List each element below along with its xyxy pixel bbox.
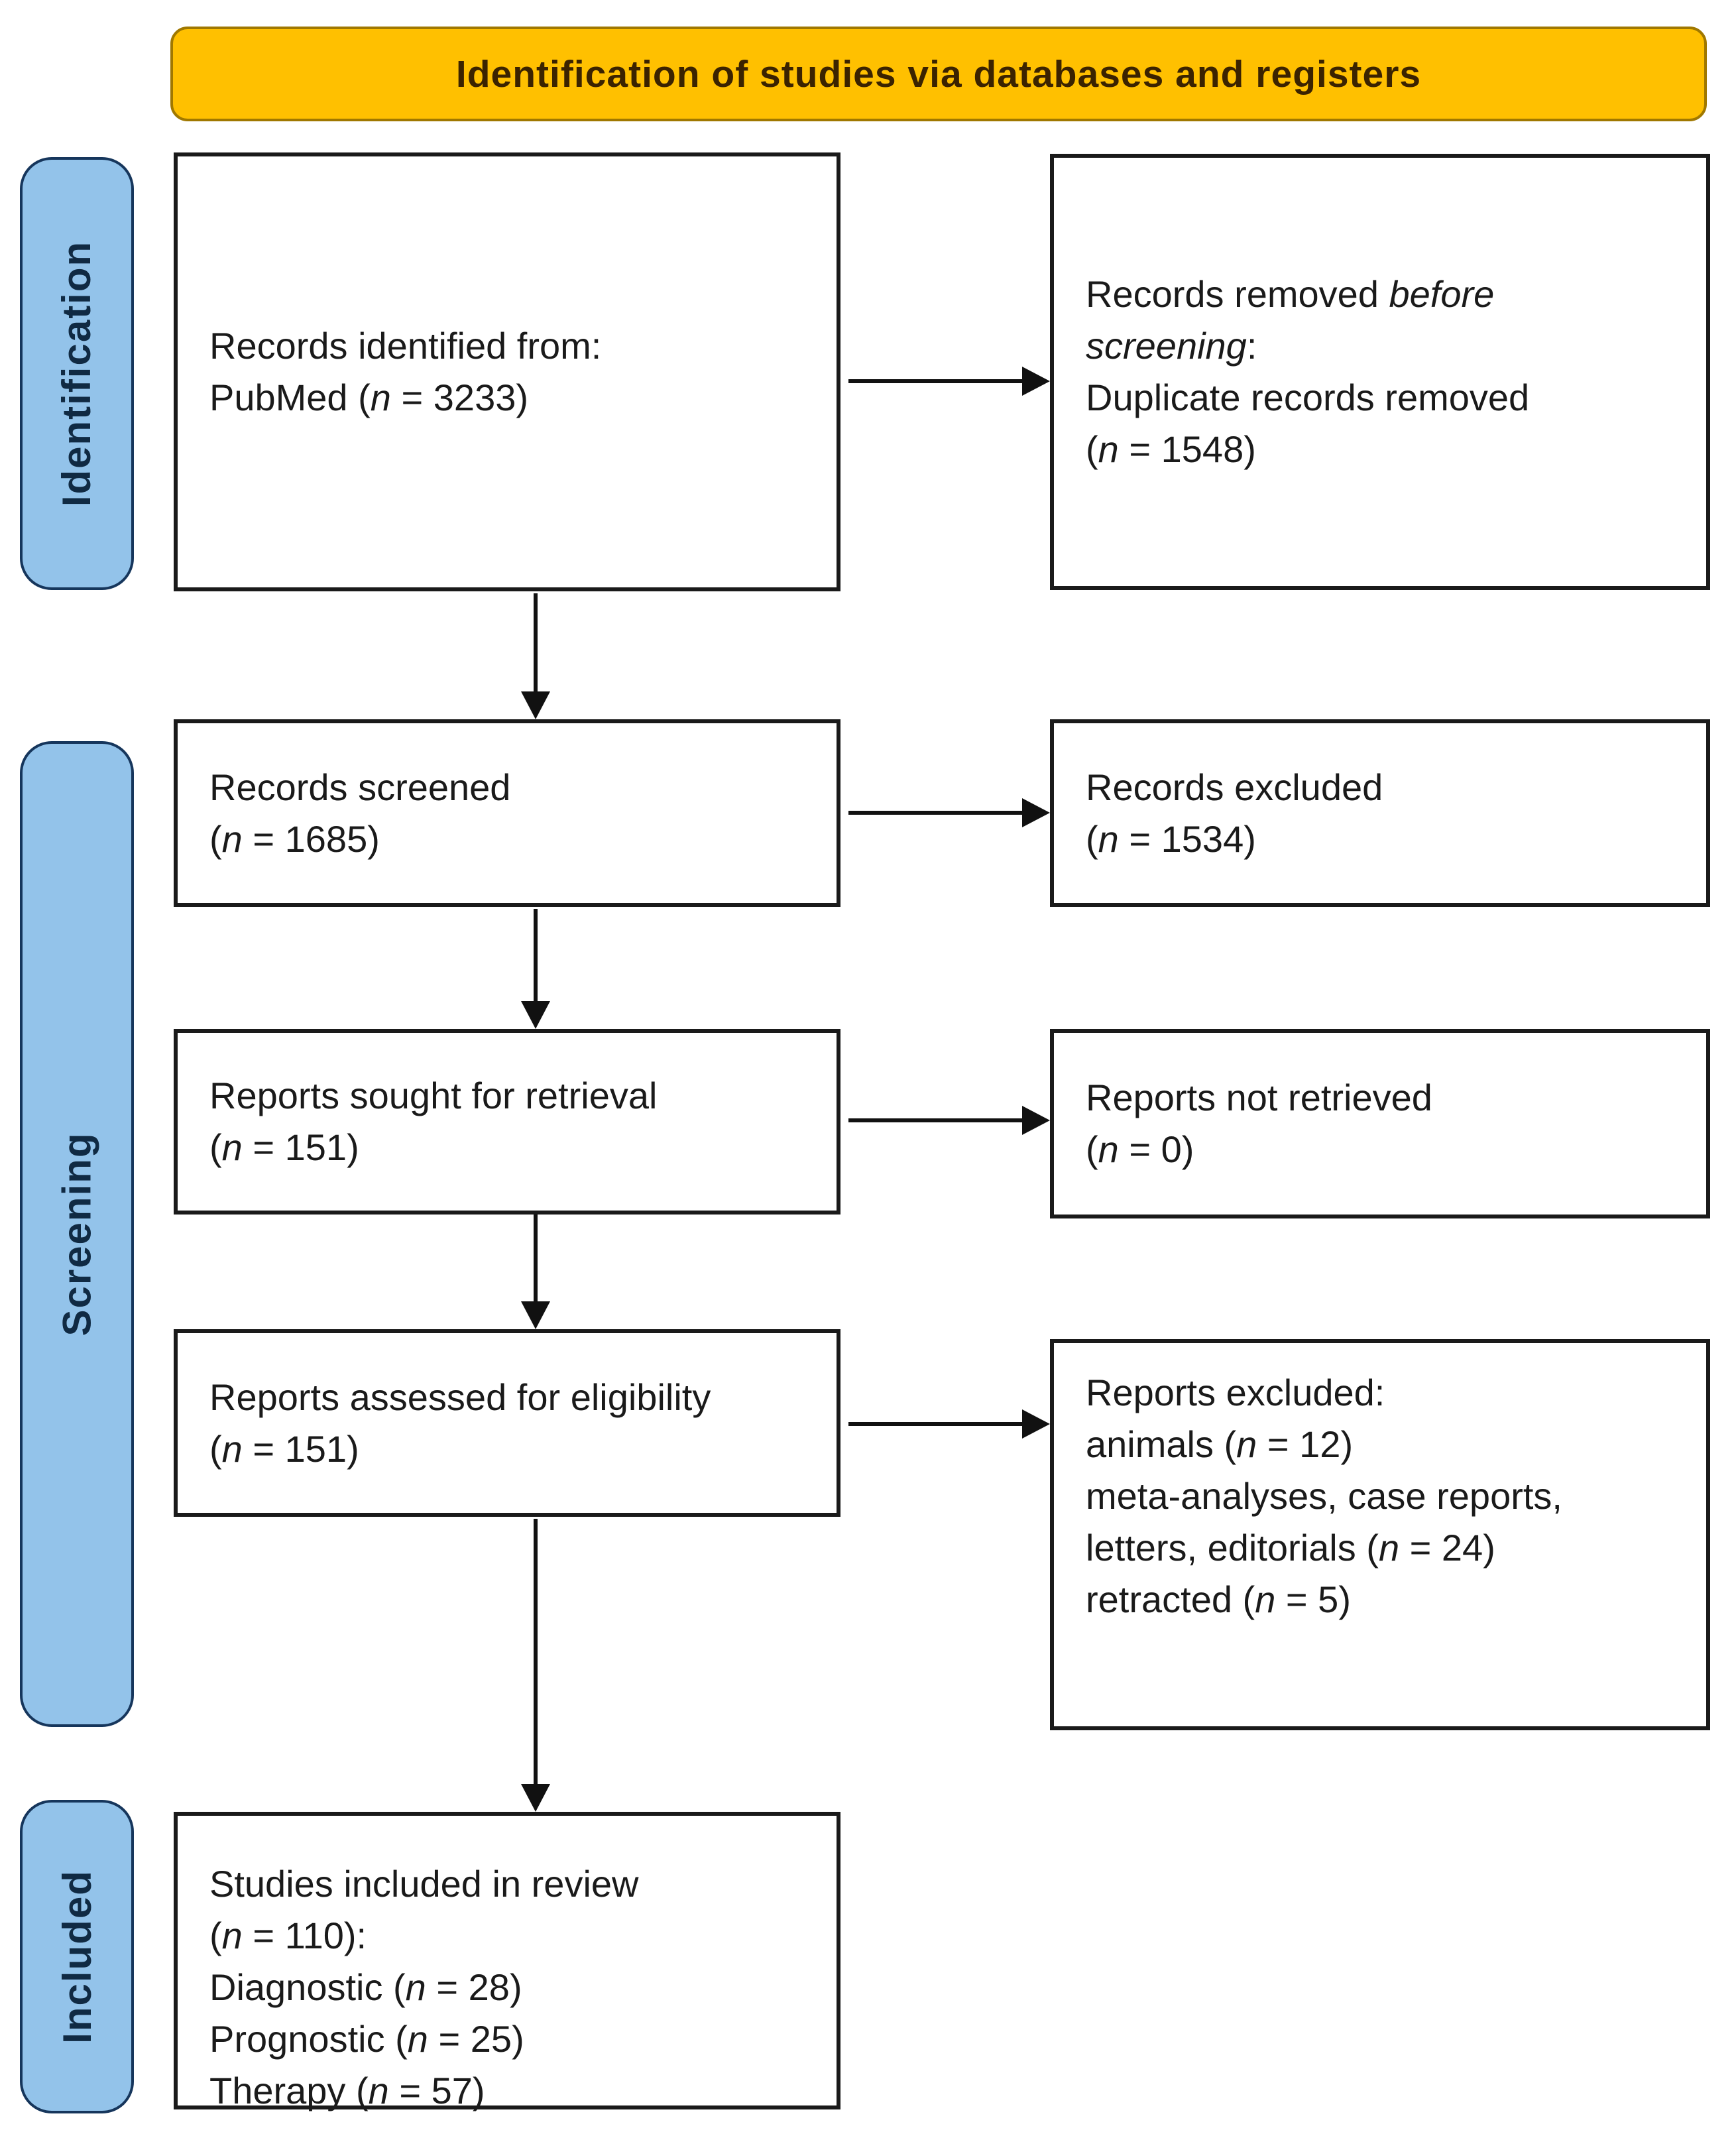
text-line: Reports sought for retrieval — [209, 1075, 658, 1116]
text-line: PubMed (n = 3233) — [209, 377, 528, 418]
box-records-excluded: Records excluded (n = 1534) — [1050, 719, 1710, 907]
box-records-excluded-text: Records excluded (n = 1534) — [1054, 750, 1401, 877]
text-line: screening: — [1086, 325, 1257, 367]
box-reports-not-retrieved-text: Reports not retrieved (n = 0) — [1054, 1060, 1451, 1187]
text-line: meta-analyses, case reports, — [1086, 1475, 1562, 1517]
box-records-screened-text: Records screened (n = 1685) — [178, 750, 529, 877]
stage-label-identification-text: Identification — [54, 240, 99, 507]
stage-label-included-text: Included — [54, 1869, 99, 2044]
text-line: Duplicate records removed — [1086, 377, 1530, 418]
text-line: (n = 1685) — [209, 817, 380, 860]
banner-title: Identification of studies via databases … — [455, 52, 1422, 95]
text-line: Therapy (n = 57) — [209, 2070, 485, 2111]
stage-label-screening-text: Screening — [54, 1132, 99, 1336]
box-reports-assessed: Reports assessed for eligibility (n = 151… — [174, 1329, 840, 1517]
text-line: Reports not retrieved — [1086, 1077, 1432, 1118]
box-reports-not-retrieved: Reports not retrieved (n = 0) — [1050, 1029, 1710, 1218]
banner: Identification of studies via databases … — [170, 27, 1707, 121]
text-line: Records removed before — [1086, 273, 1495, 315]
box-reports-assessed-text: Reports assessed for eligibility (n = 151… — [178, 1360, 729, 1487]
box-reports-sought: Reports sought for retrieval (n = 151) — [174, 1029, 840, 1215]
box-reports-excluded-text: Reports excluded: animals (n = 12) meta-an… — [1054, 1343, 1581, 1637]
text-line: (n = 151) — [209, 1126, 359, 1168]
stage-label-included: Included — [20, 1800, 134, 2113]
box-records-identified: Records identified from: PubMed (n = 3233… — [174, 152, 840, 591]
text-line: Studies included in review — [209, 1863, 639, 1905]
text-line: Diagnostic (n = 28) — [209, 1966, 522, 2008]
text-line: retracted (n = 5) — [1086, 1578, 1351, 1620]
text-line: animals (n = 12) — [1086, 1423, 1354, 1465]
text-line: (n = 110): — [209, 1915, 367, 1956]
text-line: (n = 1548) — [1086, 428, 1256, 470]
text-line: Records identified from: — [209, 325, 602, 367]
box-records-removed: Records removed before screening: Duplicat… — [1050, 154, 1710, 590]
box-records-identified-text: Records identified from: PubMed (n = 3233… — [178, 308, 620, 436]
text-line: Records excluded — [1086, 766, 1383, 808]
text-line: (n = 151) — [209, 1427, 359, 1470]
box-records-screened: Records screened (n = 1685) — [174, 719, 840, 907]
stage-label-identification: Identification — [20, 157, 134, 590]
text-line: (n = 0) — [1086, 1128, 1194, 1170]
text-line: Records screened — [209, 766, 511, 808]
text-line: (n = 1534) — [1086, 817, 1256, 860]
box-studies-included: Studies included in review (n = 110): Diag… — [174, 1812, 840, 2111]
box-studies-included-text: Studies included in review (n = 110): Diag… — [178, 1816, 657, 2129]
text-line: Prognostic (n = 25) — [209, 2018, 524, 2060]
text-line: Reports assessed for eligibility — [209, 1376, 711, 1418]
box-reports-excluded: Reports excluded: animals (n = 12) meta-an… — [1050, 1339, 1710, 1730]
text-line: Reports excluded: — [1086, 1372, 1385, 1413]
box-records-removed-text: Records removed before screening: Duplicat… — [1054, 257, 1548, 487]
box-reports-sought-text: Reports sought for retrieval (n = 151) — [178, 1058, 675, 1185]
text-line: letters, editorials (n = 24) — [1086, 1527, 1495, 1569]
stage-label-screening: Screening — [20, 741, 134, 1727]
